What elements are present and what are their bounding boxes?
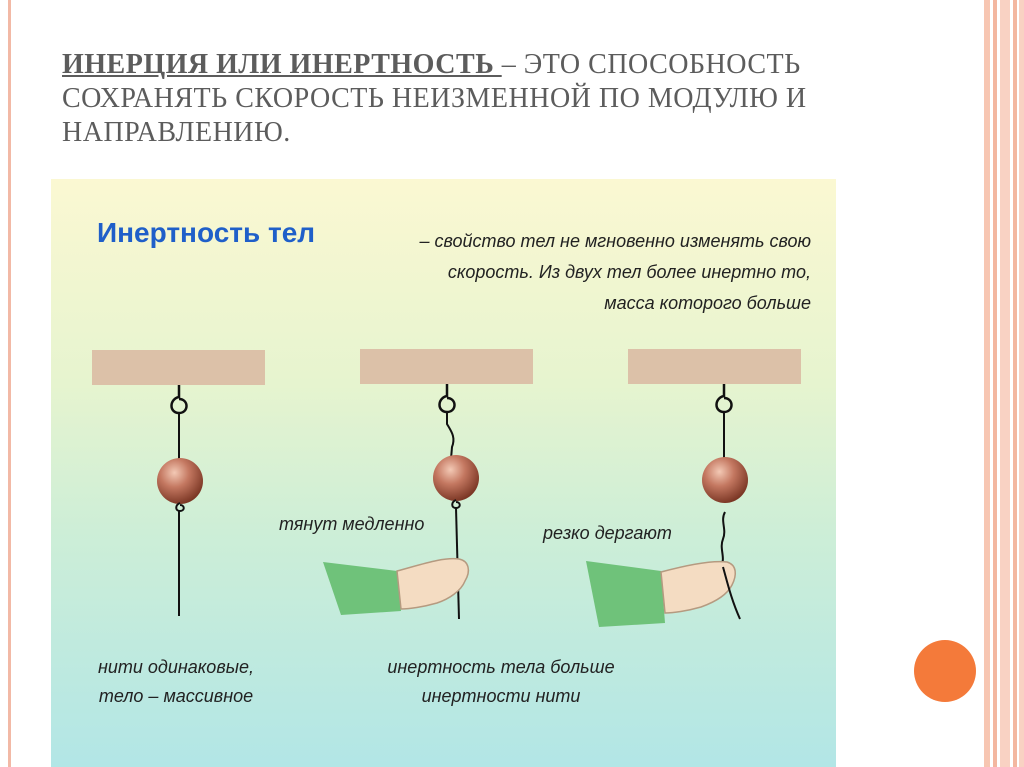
hook-2 bbox=[438, 384, 456, 414]
label-jerked-sharply: резко дергают bbox=[543, 523, 672, 543]
ball-2 bbox=[433, 455, 479, 501]
caption-left-line-2: тело – массивное bbox=[98, 686, 254, 706]
sleeve-3 bbox=[586, 561, 665, 627]
lower-hook-2 bbox=[451, 499, 461, 510]
caption-left-line-1: нити одинаковые, bbox=[98, 657, 254, 677]
upper-thread-2 bbox=[446, 412, 455, 460]
ball-3 bbox=[702, 457, 748, 503]
caption-right-line-1: инертность тела больше bbox=[387, 657, 615, 677]
title-term: ИНЕРЦИЯ ИЛИ ИНЕРТНОСТЬ bbox=[62, 49, 502, 80]
right-decorative-stripes bbox=[984, 0, 1024, 767]
caption-left: нити одинаковые, тело – массивное bbox=[81, 653, 271, 711]
beam-2 bbox=[360, 349, 533, 384]
slide-title: ИНЕРЦИЯ ИЛИ ИНЕРТНОСТЬ – ЭТО СПОСОБНОСТЬ… bbox=[62, 48, 962, 150]
hook-1 bbox=[170, 385, 188, 415]
hand-2 bbox=[396, 557, 470, 610]
loose-thread-3 bbox=[722, 566, 741, 620]
figure-definition: – свойство тел не мгновенно изменять сво… bbox=[419, 231, 811, 313]
beam-1 bbox=[92, 350, 265, 385]
lower-hook-1 bbox=[175, 502, 185, 513]
broken-thread-3 bbox=[720, 511, 726, 568]
pendulum-illustration bbox=[92, 349, 801, 627]
beam-3 bbox=[628, 349, 801, 384]
inertia-figure: Инертность тел – свойство тел не мгновен… bbox=[51, 179, 836, 767]
sleeve-2 bbox=[323, 562, 401, 615]
title-rest: – ЭТО СПОСОБНОСТЬ СОХРАНЯТЬ СКОРОСТЬ НЕИ… bbox=[62, 49, 807, 148]
orange-decorative-circle bbox=[914, 640, 976, 702]
figure-heading: Инертность тел bbox=[97, 217, 316, 248]
hook-3 bbox=[715, 384, 733, 414]
ball-1 bbox=[157, 458, 203, 504]
caption-right-line-2: инертности нити bbox=[421, 686, 581, 706]
hand-3 bbox=[660, 560, 737, 614]
left-border-line bbox=[8, 0, 11, 767]
label-pulled-slowly: тянут медленно bbox=[279, 514, 425, 534]
caption-right: инертность тела больше инертности нити bbox=[351, 653, 651, 711]
